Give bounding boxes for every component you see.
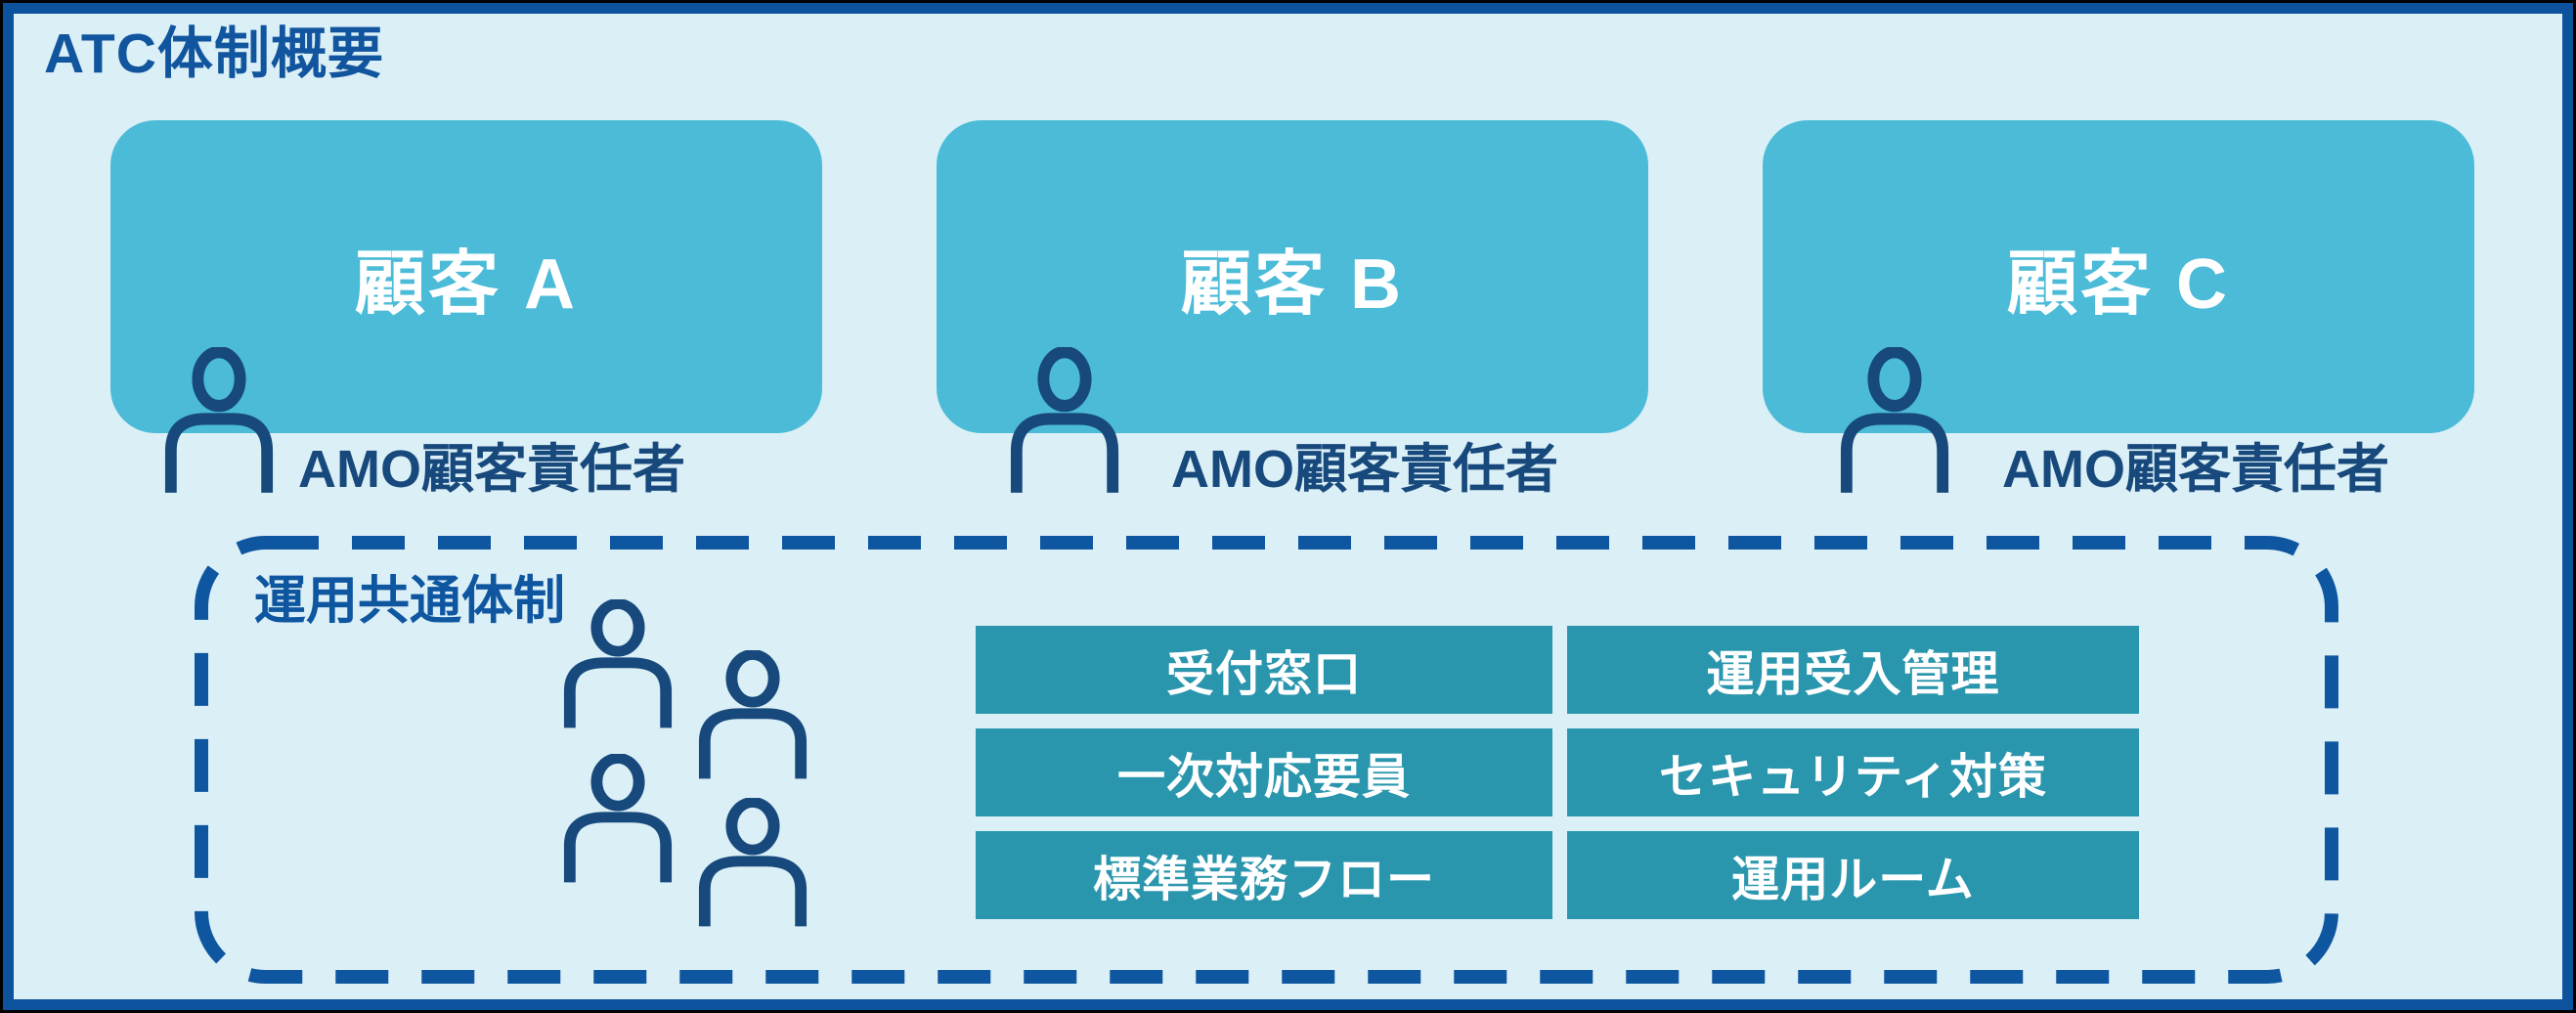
person-icon (1007, 347, 1122, 497)
person-icon (161, 347, 277, 497)
function-box-standard-flow: 標準業務フロー (976, 831, 1552, 919)
customer-b-box: 顧客 B (937, 120, 1648, 433)
function-box-first-response: 一次対応要員 (976, 728, 1552, 816)
function-box-operation-room: 運用ルーム (1567, 831, 2139, 919)
person-icon (695, 650, 810, 782)
customer-c-box: 顧客 C (1763, 120, 2474, 433)
person-icon (560, 754, 676, 886)
person-icon (560, 599, 676, 731)
person-icon (1837, 347, 1952, 497)
customer-a-label: 顧客 A (354, 244, 578, 324)
customer-c-label: 顧客 C (2006, 244, 2230, 324)
customer-a-manager-label: AMO顧客責任者 (298, 440, 685, 499)
customer-c-manager-label: AMO顧客責任者 (2002, 440, 2389, 499)
common-team-label: 運用共通体制 (254, 572, 565, 630)
customer-b-label: 顧客 B (1180, 244, 1404, 324)
function-box-reception: 受付窓口 (976, 626, 1552, 714)
function-box-acceptance-mgmt: 運用受入管理 (1567, 626, 2139, 714)
page-title: ATC体制概要 (44, 22, 384, 85)
function-box-security: セキュリティ対策 (1567, 728, 2139, 816)
customer-a-box: 顧客 A (110, 120, 822, 433)
customer-b-manager-label: AMO顧客責任者 (1171, 440, 1558, 499)
common-team-dashed-container (195, 536, 2338, 984)
person-icon (695, 798, 810, 930)
function-grid: 受付窓口 運用受入管理 一次対応要員 セキュリティ対策 標準業務フロー 運用ルー… (976, 626, 2139, 919)
